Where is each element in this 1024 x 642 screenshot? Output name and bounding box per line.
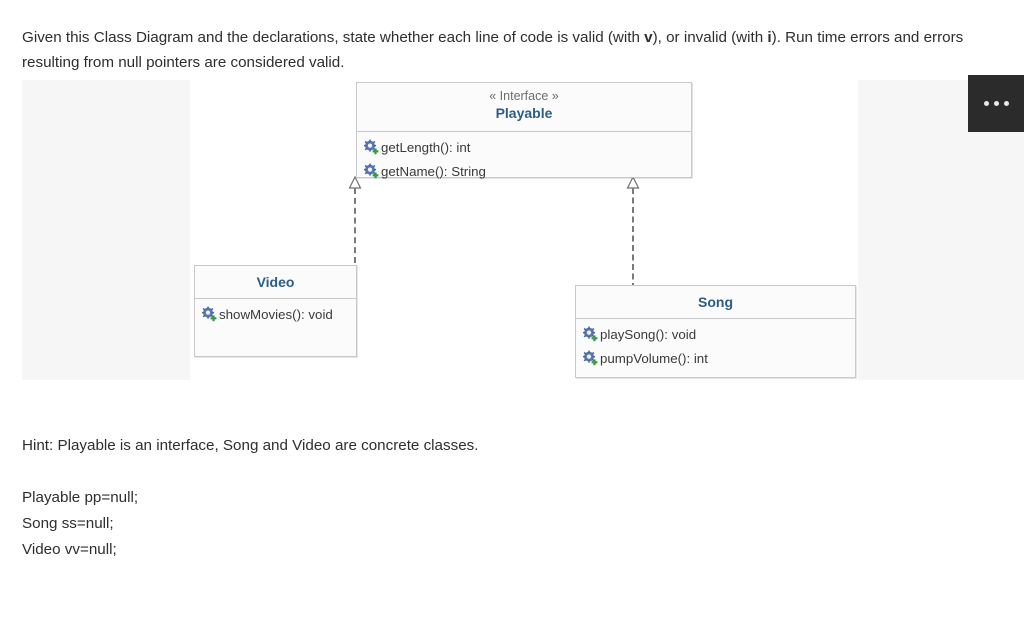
diagram-left-band — [22, 80, 190, 380]
uml-class-playable-members: getLength(): int — [357, 132, 691, 183]
public-method-icon — [582, 350, 598, 366]
uml-class-song-title: Song — [698, 294, 733, 310]
uml-member: pumpVolume(): int — [576, 346, 855, 370]
uml-class-song[interactable]: Song — [575, 285, 856, 378]
uml-member-label: playSong(): void — [600, 326, 697, 342]
uml-member-label: showMovies(): void — [219, 306, 333, 322]
uml-stereotype-playable: « Interface » — [489, 89, 559, 103]
prompt-text-part2: ), or invalid (with — [652, 29, 768, 46]
uml-class-playable[interactable]: « Interface » Playable — [356, 82, 692, 179]
uml-class-playable-header: « Interface » Playable — [357, 83, 691, 132]
uml-class-video-header: Video — [195, 266, 356, 299]
uml-member-label: pumpVolume(): int — [600, 350, 708, 366]
more-options-button[interactable] — [968, 75, 1024, 132]
public-method-icon — [363, 163, 379, 179]
uml-class-video-title: Video — [256, 274, 295, 290]
public-method-icon — [201, 306, 217, 322]
connector-video-implements-playable — [348, 176, 362, 263]
uml-class-song-header: Song — [576, 286, 855, 319]
uml-class-video-members: showMovies(): void — [195, 299, 356, 326]
hint-text: Hint: Playable is an interface, Song and… — [22, 437, 479, 454]
uml-class-playable-title: Playable — [495, 105, 553, 121]
declaration-line: Playable pp=null; — [22, 489, 139, 506]
connector-song-implements-playable — [626, 176, 640, 289]
uml-member-label: getName(): String — [381, 163, 486, 179]
class-diagram: « Interface » Playable — [22, 80, 1024, 380]
ellipsis-icon-dot-2 — [993, 101, 999, 106]
uml-member-label: getLength(): int — [381, 139, 471, 155]
uml-member: playSong(): void — [576, 322, 855, 346]
prompt-invalid-marker: i — [767, 29, 772, 46]
prompt-valid-marker: v — [644, 29, 653, 46]
question-prompt: Given this Class Diagram and the declara… — [22, 25, 1002, 75]
public-method-icon — [582, 326, 598, 342]
prompt-text-part1: Given this Class Diagram and the declara… — [22, 29, 645, 46]
declaration-line: Video vv=null; — [22, 541, 117, 558]
uml-member: showMovies(): void — [195, 302, 356, 326]
uml-member: getName(): String — [357, 159, 691, 183]
ellipsis-icon-dot-3 — [1003, 101, 1009, 106]
uml-member: getLength(): int — [357, 135, 691, 159]
prompt-text-part3: ). Run time errors and errors resulting … — [22, 29, 964, 71]
public-method-icon — [363, 139, 379, 155]
uml-class-song-members: playSong(): void — [576, 319, 855, 370]
declarations-block: Playable pp=null; Song ss=null; Video vv… — [22, 485, 138, 563]
uml-class-video[interactable]: Video — [194, 265, 357, 357]
declaration-line: Song ss=null; — [22, 515, 114, 532]
ellipsis-icon-dot-1 — [983, 101, 989, 106]
